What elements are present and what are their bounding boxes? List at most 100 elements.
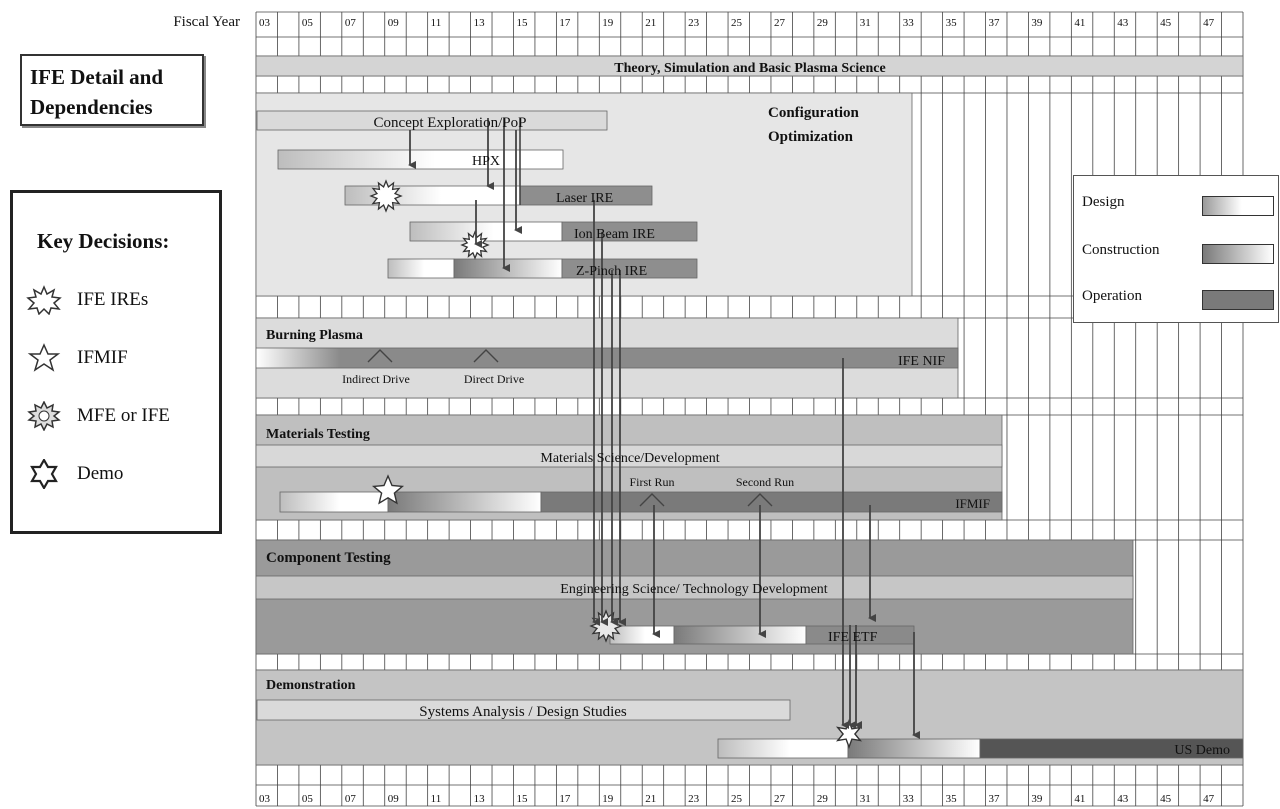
key-item-ifmif: IFMIF [25, 343, 128, 373]
materials-science-label: Materials Science/Development [540, 451, 719, 466]
ifmif-operation-bar [540, 491, 1003, 513]
diagram-title-line2: Dependencies [30, 95, 153, 119]
first-run-label: First Run [629, 475, 674, 489]
year-tick-label-top: 25 [731, 17, 743, 29]
key-decisions-box: Key Decisions: IFE IREs IFMIF MFE or IFE [10, 190, 222, 534]
six-point-star-icon [30, 459, 58, 489]
engineering-science-label: Engineering Science/ Technology Developm… [560, 582, 828, 597]
key-item-label: IFE IREs [77, 289, 149, 310]
year-tick-label-bottom: 13 [474, 793, 486, 805]
year-tick-label-bottom: 43 [1117, 793, 1129, 805]
ife-etf-label: IFE ETF [828, 630, 878, 645]
year-tick-label-bottom: 41 [1074, 793, 1085, 805]
ife-ire-decision-marker [369, 179, 403, 213]
year-tick-label-bottom: 17 [559, 793, 571, 805]
year-tick-label-bottom: 39 [1031, 793, 1043, 805]
theory-band-label: Theory, Simulation and Basic Plasma Scie… [614, 61, 885, 76]
year-tick-label-top: 09 [388, 17, 400, 29]
us-demo-construction-bar [847, 738, 981, 759]
configuration-optimization-label: Configuration [768, 105, 860, 121]
year-tick-label-top: 33 [903, 17, 915, 29]
fiscal-year-label: Fiscal Year [173, 14, 240, 30]
key-item-demo: Demo [25, 459, 123, 489]
key-item-mfe-or-ife: MFE or IFE [25, 401, 170, 431]
ifmif-label: IFMIF [955, 496, 990, 511]
year-tick-label-bottom: 25 [731, 793, 743, 805]
year-tick-label-bottom: 29 [817, 793, 829, 805]
year-tick-label-top: 03 [259, 17, 271, 29]
laser-ire-label: Laser IRE [556, 191, 613, 206]
first-run-marker [639, 493, 665, 507]
year-tick-label-top: 23 [688, 17, 700, 29]
indirect-drive-label: Indirect Drive [342, 372, 410, 386]
year-tick-label-top: 45 [1160, 17, 1172, 29]
ife-nif-label: IFE NIF [898, 354, 945, 369]
diagram-title-box: IFE Detail and Dependencies [20, 54, 204, 126]
concept-exploration-label: Concept Exploration/PoP [374, 115, 527, 131]
diagram-title-line1: IFE Detail and [30, 65, 164, 89]
zpinch-ire-design-bar [387, 258, 455, 279]
year-tick-label-bottom: 27 [774, 793, 786, 805]
hpx-bar [277, 149, 564, 170]
ifmif-decision-marker [371, 474, 405, 505]
legend-label-operation: Operation [1082, 288, 1142, 304]
zpinch-ire-label: Z-Pinch IRE [576, 264, 647, 279]
legend-swatch-construction [1202, 244, 1274, 264]
year-tick-label-bottom: 21 [645, 793, 656, 805]
burning-plasma-label: Burning Plasma [266, 328, 363, 343]
legend-swatch-operation [1202, 290, 1274, 310]
mfe-or-ife-decision-marker [589, 609, 623, 643]
year-tick-label-top: 19 [602, 17, 614, 29]
year-tick-label-bottom: 37 [989, 793, 1001, 805]
year-tick-label-bottom: 33 [903, 793, 915, 805]
year-tick-label-top: 07 [345, 17, 357, 29]
year-tick-label-bottom: 15 [516, 793, 528, 805]
year-tick-label-top: 35 [946, 17, 958, 29]
theory-band [255, 55, 1244, 77]
ifmif-construction-bar [387, 491, 542, 513]
legend-swatch-design [1202, 196, 1274, 216]
ion-beam-ire-operation-bar [561, 221, 698, 242]
year-tick-label-bottom: 35 [946, 793, 958, 805]
year-tick-label-bottom: 19 [602, 793, 614, 805]
engineering-science-bar [255, 575, 1134, 600]
ife-nif-bar [255, 347, 959, 369]
key-item-label: IFMIF [77, 347, 128, 368]
key-item-label: MFE or IFE [77, 405, 170, 426]
key-decisions-title: Key Decisions: [37, 229, 170, 253]
year-tick-label-top: 39 [1031, 17, 1043, 29]
materials-science-bar [255, 444, 1003, 468]
component-testing-label: Component Testing [266, 550, 391, 566]
year-tick-label-top: 17 [559, 17, 571, 29]
ife-etf-construction-bar [673, 625, 807, 645]
year-tick-label-top: 29 [817, 17, 829, 29]
zpinch-ire-construction-bar [453, 258, 563, 279]
us-demo-operation-bar [979, 738, 1244, 759]
materials-testing-label: Materials Testing [266, 427, 370, 442]
year-tick-label-top: 31 [860, 17, 871, 29]
year-tick-label-top: 41 [1074, 17, 1085, 29]
burst-icon [26, 285, 62, 315]
direct-drive-marker [473, 349, 499, 363]
year-tick-label-bottom: 07 [345, 793, 357, 805]
year-tick-label-top: 37 [989, 17, 1001, 29]
zpinch-ire-operation-bar [561, 258, 698, 279]
year-tick-label-bottom: 03 [259, 793, 271, 805]
us-demo-label: US Demo [1174, 743, 1230, 758]
us-demo-design-bar [717, 738, 849, 759]
year-tick-label-top: 15 [516, 17, 528, 29]
systems-analysis-bar [256, 699, 791, 721]
year-tick-label-bottom: 31 [860, 793, 871, 805]
key-item-ife-ires: IFE IREs [25, 285, 148, 315]
legend-box: Design Construction Operation [1073, 175, 1279, 323]
year-tick-label-top: 21 [645, 17, 656, 29]
ion-beam-ire-label: Ion Beam IRE [574, 227, 655, 242]
direct-drive-label: Direct Drive [464, 372, 524, 386]
star-icon [27, 343, 61, 372]
systems-analysis-label: Systems Analysis / Design Studies [419, 704, 627, 720]
demonstration-label: Demonstration [266, 678, 356, 693]
gear-burst-icon [27, 401, 61, 431]
year-tick-label-top: 47 [1203, 17, 1215, 29]
